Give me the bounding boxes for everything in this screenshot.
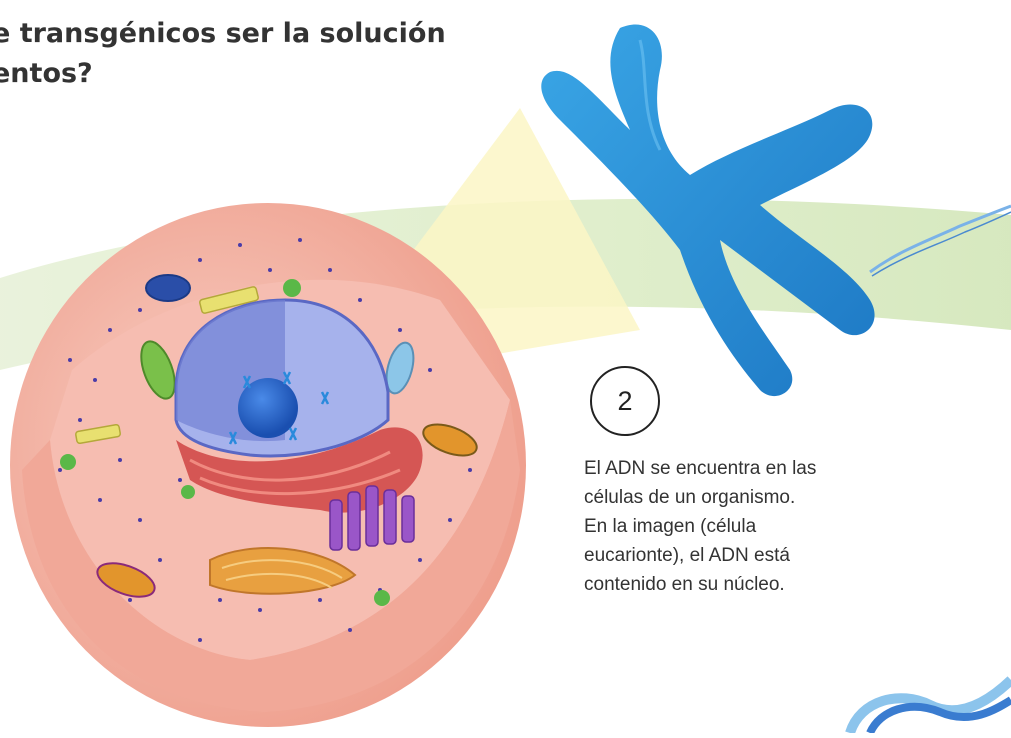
caption-text: El ADN se encuentra en las células de un… <box>584 454 844 599</box>
page-title: e transgénicos ser la solución entos? <box>0 14 446 94</box>
cell-icon <box>10 203 526 727</box>
dna-strand-icon <box>869 204 1011 277</box>
dna-helix-icon <box>845 676 1011 735</box>
page-title-line-2: entos? <box>0 58 93 89</box>
caption-line-1: El ADN se encuentra en las <box>584 458 817 479</box>
caption-line-2: células de un organismo. <box>584 487 796 508</box>
page-title-line-1: e transgénicos ser la solución <box>0 18 446 49</box>
caption-line-3: En la imagen (célula <box>584 516 757 537</box>
step-number: 2 <box>617 385 633 416</box>
caption-line-5: contenido en su núcleo. <box>584 574 785 595</box>
step-number-badge: 2 <box>590 366 660 436</box>
chromosome-icon <box>541 24 875 397</box>
caption-line-4: eucarionte), el ADN está <box>584 545 790 566</box>
